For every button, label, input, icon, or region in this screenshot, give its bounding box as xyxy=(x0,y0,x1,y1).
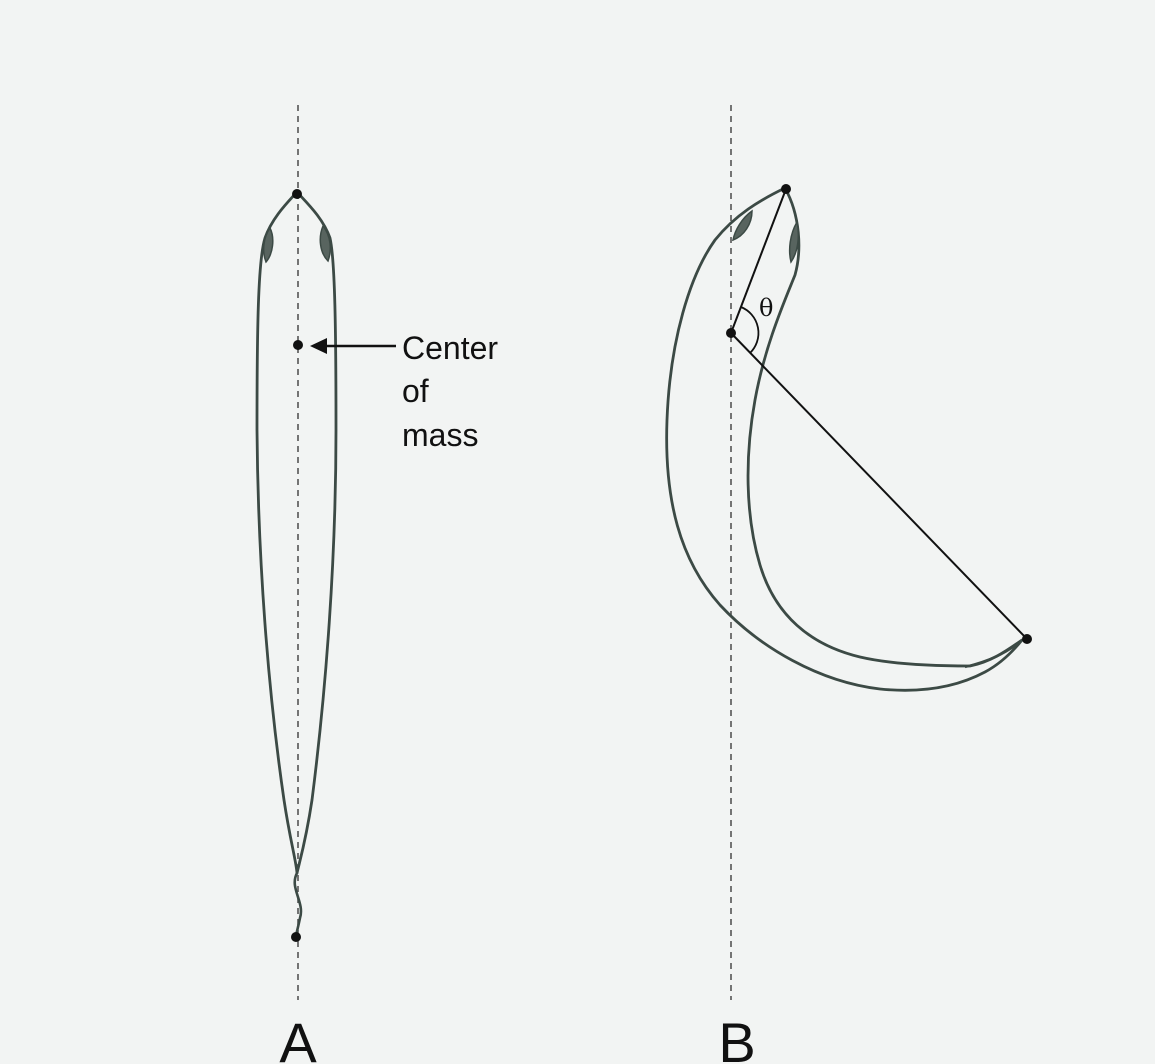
panel-b-angle-symbol: θ xyxy=(759,294,773,322)
panel-a-left-eye xyxy=(264,228,273,262)
center-of-mass-label-line1: Center xyxy=(402,330,498,366)
panel-b-head-point xyxy=(781,184,791,194)
center-of-mass-label-line2: of xyxy=(402,373,429,409)
center-of-mass-label-line3: mass xyxy=(402,417,478,453)
panel-a-fish-body xyxy=(257,192,336,873)
panel-a-label: A xyxy=(279,1011,317,1064)
panel-b-fish-body xyxy=(667,188,1022,690)
panel-b-fish-tail xyxy=(965,640,1022,667)
panel-a-fish-tail xyxy=(295,873,301,937)
panel-a-center-of-mass-point xyxy=(293,340,303,350)
panel-a-head-point xyxy=(292,189,302,199)
panel-a: Center of mass A xyxy=(257,105,498,1064)
panel-a-right-eye xyxy=(320,226,330,261)
panel-b-left-eye xyxy=(733,211,752,240)
panel-b-label: B xyxy=(718,1011,755,1064)
center-of-mass-arrowhead-icon xyxy=(310,338,327,354)
panel-a-tail-point xyxy=(291,932,301,942)
panel-b-tail-point xyxy=(1022,634,1032,644)
panel-b: θ B xyxy=(667,105,1032,1064)
panel-b-tail-vector xyxy=(731,333,1027,639)
panel-b-center-of-mass-point xyxy=(726,328,736,338)
